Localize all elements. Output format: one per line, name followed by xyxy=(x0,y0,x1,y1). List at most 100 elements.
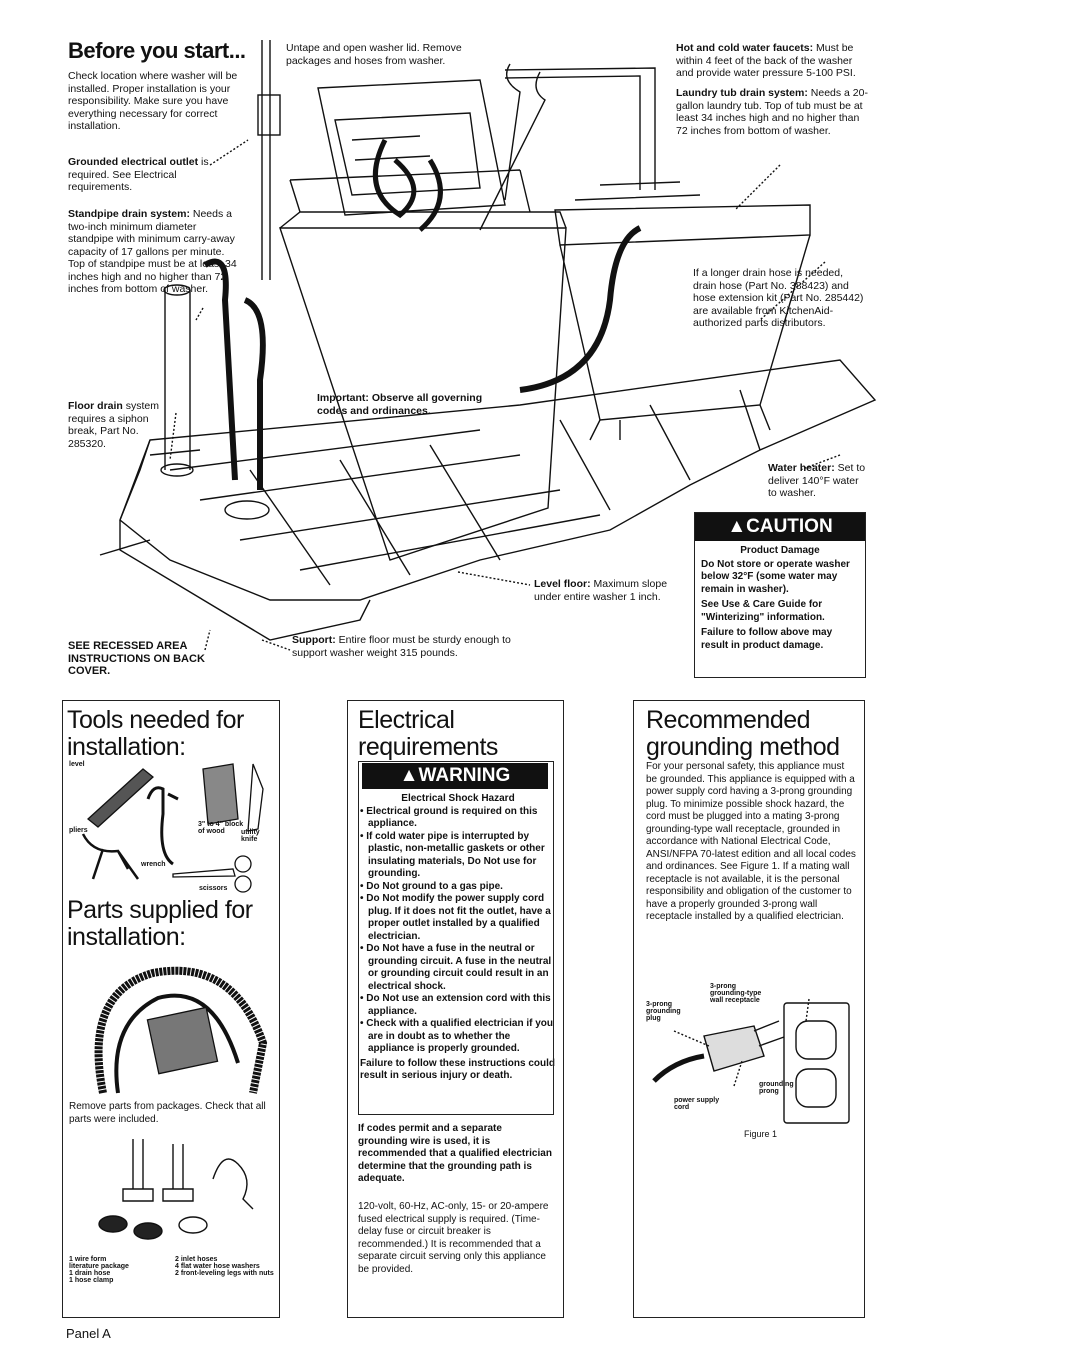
parts-hardware-illustration xyxy=(98,1139,254,1240)
list-item: If cold water pipe is interrupted by pla… xyxy=(360,831,556,881)
power-cord-icon xyxy=(652,1053,705,1083)
list-item: Do Not have a fuse in the neutral or gro… xyxy=(360,943,556,993)
codes-text: If codes permit and a separate grounding… xyxy=(358,1123,552,1184)
untape-note: Untape and open washer lid. Remove packa… xyxy=(286,42,462,67)
grounded-outlet-note: Grounded electrical outlet is required. … xyxy=(68,156,238,194)
cord-label: power supply cord xyxy=(674,1097,720,1111)
supply-text: 120-volt, 60-Hz, AC-only, 15- or 20-ampe… xyxy=(358,1201,549,1275)
pliers-icon xyxy=(81,833,140,880)
laundry-tub-note: Laundry tub drain system: Needs a 20-gal… xyxy=(676,87,871,137)
electrical-panel: Electrical requirements ▲WARNING Electri… xyxy=(347,700,564,1318)
warning-failure: Failure to follow these instructions cou… xyxy=(360,1057,556,1082)
faucets-note: Hot and cold water faucets: Must be with… xyxy=(676,42,871,80)
tools-title: Tools needed for installation: xyxy=(67,706,244,761)
support-label: Support: xyxy=(292,634,336,646)
level-icon xyxy=(86,768,155,828)
part-item: 4 flat water hose washers xyxy=(175,1263,260,1270)
recessed-area-note: SEE RECESSED AREA INSTRUCTIONS ON BACK C… xyxy=(68,640,205,677)
part-item: 1 drain hose xyxy=(69,1270,111,1277)
level-floor-text: Maximum slope under entire washer 1 inch… xyxy=(534,578,668,603)
level-floor-note: Level floor: Maximum slope under entire … xyxy=(534,578,684,603)
parts-list-right: 2 inlet hoses 4 flat water hose washers … xyxy=(175,1256,275,1277)
caution-banner-text: CAUTION xyxy=(746,516,833,537)
standpipe-note: Standpipe drain system: Needs a two-inch… xyxy=(68,208,240,296)
grounded-outlet-text: is required. See Electrical requirements… xyxy=(68,156,209,193)
water-heater-note: Water heater: Set to deliver 140°F water… xyxy=(768,462,868,500)
warning-list: Electrical ground is required on this ap… xyxy=(360,806,556,1056)
caution-box: ▲CAUTION Product Damage Do Not store or … xyxy=(694,512,866,678)
parts-list-left: 1 wire form literature package 1 drain h… xyxy=(69,1256,169,1284)
laundry-tub-label: Laundry tub drain system: xyxy=(676,87,808,99)
grounding-title: Recommended grounding method xyxy=(646,706,840,761)
tool-label-block: 3" to 4" block of wood xyxy=(198,821,244,835)
floor-drain-text: system requires a siphon break, Part No.… xyxy=(68,400,160,450)
panel-label: Panel A xyxy=(66,1326,111,1341)
grounding-panel: Recommended grounding method For your pe… xyxy=(633,700,865,1318)
installation-illustration xyxy=(99,40,877,651)
grounding-figure xyxy=(652,998,850,1124)
standpipe-text: Needs a two-inch minimum diameter standp… xyxy=(68,208,237,295)
tools-panel: Tools needed for installation: level pli… xyxy=(62,700,280,1318)
faucets-text: Must be within 4 feet of the back of the… xyxy=(676,42,856,79)
support-note: Support: Entire floor must be sturdy eno… xyxy=(292,634,537,659)
wire-form-icon xyxy=(212,1158,254,1210)
washer-icon xyxy=(98,1215,128,1233)
list-item: Do Not ground to a gas pipe. xyxy=(360,881,556,894)
list-item: Electrical ground is required on this ap… xyxy=(360,806,556,831)
utility-knife-icon xyxy=(247,763,264,832)
grounding-plug-icon xyxy=(703,1025,765,1072)
warning-triangle-icon: ▲ xyxy=(727,516,747,537)
part-item: 1 wire form xyxy=(69,1256,107,1263)
warning-content: Electrical Shock Hazard Electrical groun… xyxy=(360,793,556,1083)
level-floor-label: Level floor: xyxy=(534,578,591,590)
support-text: Entire floor must be sturdy enough to su… xyxy=(292,634,511,659)
warning-banner: ▲WARNING xyxy=(362,763,548,789)
tools-illustration xyxy=(81,763,264,893)
tool-label-wrench: wrench xyxy=(141,861,166,868)
warning-banner-text: WARNING xyxy=(418,765,511,786)
block-of-wood-icon xyxy=(202,763,239,825)
floor-drain-label: Floor drain xyxy=(68,400,123,412)
wrench-icon xyxy=(146,786,179,866)
receptacle-label: 3-prong grounding-type wall receptacle xyxy=(710,983,762,1004)
tool-label-scissors: scissors xyxy=(199,885,228,892)
prong-label: grounding prong xyxy=(759,1081,794,1095)
remove-parts-text: Remove parts from packages. Check that a… xyxy=(69,1101,266,1125)
tool-label-pliers: pliers xyxy=(69,827,88,834)
water-heater-text: Set to deliver 140°F water to washer. xyxy=(768,462,866,499)
figure-caption: Figure 1 xyxy=(744,1129,778,1139)
warning-triangle-icon: ▲ xyxy=(399,765,419,786)
tool-label-level: level xyxy=(69,761,85,768)
drain-hose-icon xyxy=(94,966,268,1094)
hose-clamp-icon xyxy=(178,1216,208,1234)
page-title: Before you start... xyxy=(68,38,246,63)
parts-illustration xyxy=(94,966,268,1094)
grounding-body: For your personal safety, this appliance… xyxy=(646,761,856,922)
washer-icon-2 xyxy=(133,1222,163,1240)
parts-title: Parts supplied for installation: xyxy=(67,896,253,951)
floor-drain-note: Floor drain system requires a siphon bre… xyxy=(68,400,160,450)
part-item: 1 hose clamp xyxy=(69,1277,114,1284)
leveling-leg-icon xyxy=(122,1139,154,1202)
caution-banner: ▲CAUTION xyxy=(695,513,865,541)
caution-subtitle: Product Damage xyxy=(740,545,820,556)
plug-label: 3-prong grounding plug xyxy=(646,1001,681,1022)
caution-line-1: Do Not store or operate washer below 32°… xyxy=(701,558,850,595)
part-item: literature package xyxy=(69,1263,129,1270)
list-item: Do Not use an extension cord with this a… xyxy=(360,993,556,1018)
warning-box-border xyxy=(358,761,554,1115)
electrical-title: Electrical requirements xyxy=(358,706,498,761)
grounded-outlet-label: Grounded electrical outlet xyxy=(68,156,199,168)
warning-subtitle: Electrical Shock Hazard xyxy=(401,793,515,804)
standpipe-label: Standpipe drain system: xyxy=(68,208,190,220)
faucets-label: Hot and cold water faucets: xyxy=(676,42,814,54)
literature-package-icon xyxy=(146,1006,219,1075)
tool-label-knife: utility knife xyxy=(241,829,260,843)
water-heater-label: Water heater: xyxy=(768,462,835,474)
leveling-leg-icon-2 xyxy=(162,1144,194,1202)
wall-receptacle-icon xyxy=(783,1002,850,1124)
inlet-hose-icon xyxy=(114,993,240,1094)
caution-line-2: See Use & Care Guide for "Winterizing" i… xyxy=(701,599,825,623)
list-item: Check with a qualified electrician if yo… xyxy=(360,1018,556,1056)
list-item: Do Not modify the power supply cord plug… xyxy=(360,893,556,943)
